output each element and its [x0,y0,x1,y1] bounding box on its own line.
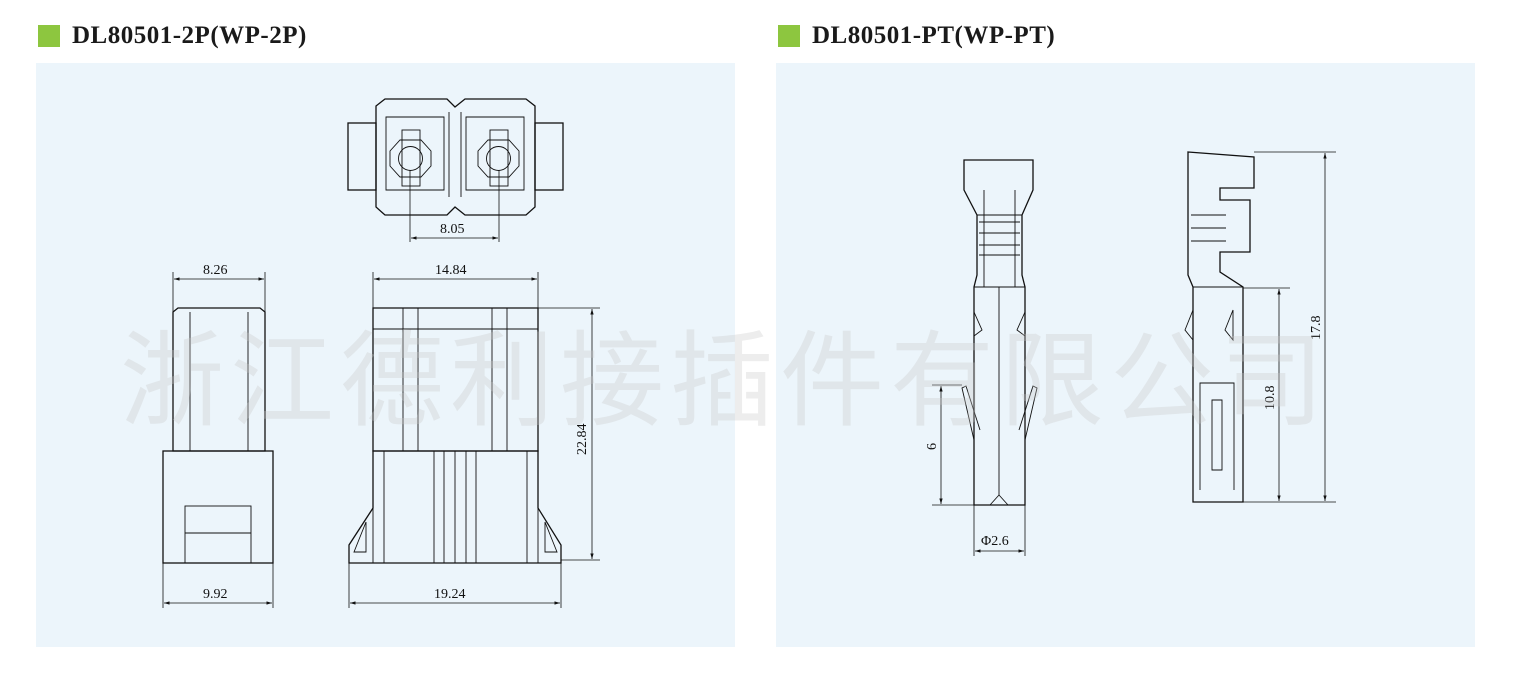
left-title-text: DL80501-2P(WP-2P) [72,22,307,49]
dim-spring: 6 [925,443,940,450]
housing-top-view: 8.05 [347,98,564,242]
green-square-icon [38,25,60,47]
dim-pitch: 8.05 [440,222,465,237]
dim-total-height: 17.8 [1309,316,1324,341]
terminal-side-view: 10.8 17.8 [1184,151,1336,503]
dim-front-base: 19.24 [434,587,466,602]
housing-front-view: 14.84 22.84 19.24 [348,263,600,608]
housing-side-view: 8.26 9.92 [162,263,274,608]
dim-side-width: 8.26 [203,263,228,278]
dim-side-base: 9.92 [203,587,228,602]
dim-front-width: 14.84 [435,263,467,278]
dim-body-height: 22.84 [575,424,590,456]
terminal-front-view: 6 Φ2.6 [925,159,1038,556]
left-drawing-panel [36,63,735,647]
left-title: DL80501-2P(WP-2P) [38,22,307,50]
dim-diameter: Φ2.6 [981,534,1009,549]
right-drawing-panel [776,63,1475,647]
right-title: DL80501-PT(WP-PT) [778,22,1055,50]
right-title-text: DL80501-PT(WP-PT) [812,22,1056,49]
green-square-icon [778,25,800,47]
dim-lower-height: 10.8 [1263,386,1278,411]
